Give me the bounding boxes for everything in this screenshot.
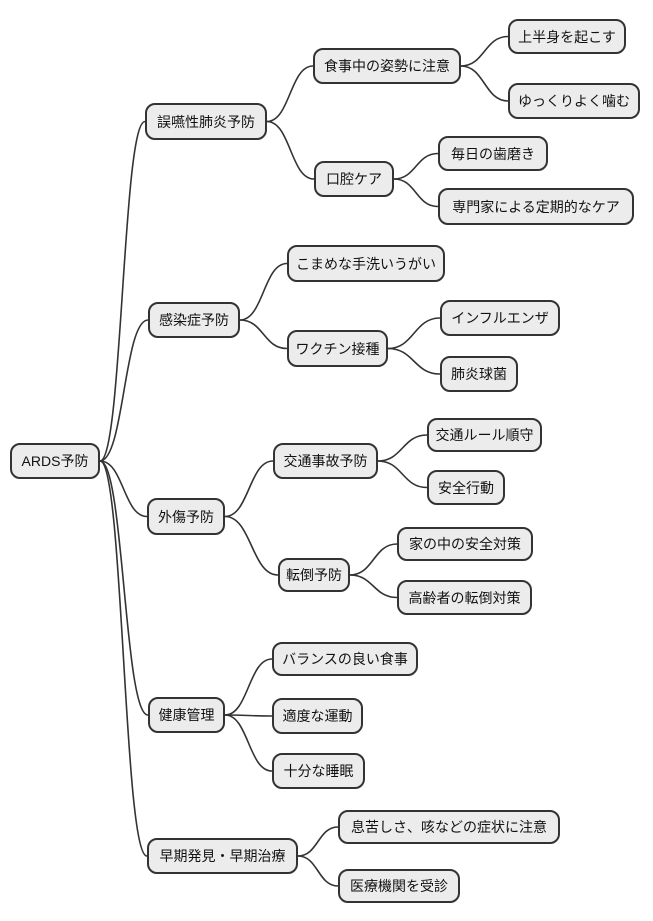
node-professional-care: 専門家による定期的なケア (438, 188, 634, 225)
mindmap-edge (387, 317, 441, 350)
mindmap-edge (224, 714, 273, 717)
mindmap-edge (349, 543, 398, 576)
node-early-detection-treatment: 早期発見・早期治療 (147, 838, 298, 874)
node-infection-prevention: 感染症予防 (148, 302, 240, 338)
node-safe-behavior: 安全行動 (427, 470, 505, 505)
mindmap-edge (224, 658, 273, 716)
mindmap-edge (460, 65, 509, 102)
node-traffic-rules: 交通ルール順守 (427, 418, 542, 452)
mindmap-edge (387, 347, 441, 375)
node-daily-brushing: 毎日の歯磨き (438, 136, 548, 171)
mindmap-edge (297, 855, 339, 887)
node-handwashing-gargling: こまめな手洗いうがい (287, 245, 445, 282)
mindmap-edge (99, 120, 146, 462)
mindmap-edge (377, 434, 428, 462)
mindmap-edge (266, 65, 314, 123)
node-vaccination: ワクチン接種 (287, 330, 388, 367)
mindmap-edge (266, 120, 315, 180)
node-raise-upper-body: 上半身を起こす (508, 19, 626, 54)
node-injury-prevention: 外傷予防 (147, 498, 225, 535)
node-adequate-sleep: 十分な睡眠 (272, 753, 365, 789)
node-elderly-fall-measures: 高齢者の転倒対策 (397, 580, 532, 615)
node-ards-prevention: ARDS予防 (10, 443, 100, 479)
node-see-doctor: 医療機関を受診 (338, 869, 460, 903)
node-moderate-exercise: 適度な運動 (272, 698, 363, 734)
mindmap-edge (239, 262, 288, 321)
mindmap-edge (377, 460, 428, 489)
node-balanced-diet: バランスの良い食事 (272, 642, 418, 676)
node-traffic-accident-prevention: 交通事故予防 (273, 443, 378, 479)
node-home-safety: 家の中の安全対策 (397, 527, 533, 561)
mindmap-edge (99, 460, 148, 857)
mindmap-edge (224, 460, 274, 518)
node-fall-prevention: 転倒予防 (278, 558, 350, 592)
node-health-management: 健康管理 (148, 697, 225, 733)
mindmap-edge (99, 460, 148, 518)
node-pneumococcus: 肺炎球菌 (440, 356, 518, 392)
mindmap-edge (99, 460, 149, 716)
mindmap-edge (460, 35, 509, 67)
node-symptom-awareness: 息苦しさ、咳などの症状に注意 (338, 810, 560, 844)
mindmap-edge (99, 319, 149, 462)
mindmap-edge (297, 826, 339, 857)
node-oral-care: 口腔ケア (314, 161, 394, 197)
mindmap-edge (393, 178, 439, 208)
mindmap-edge (224, 515, 279, 576)
mindmap-edge (393, 152, 439, 180)
mindmap-edge (239, 319, 288, 350)
mindmap-edge (224, 714, 273, 772)
node-aspiration-pneumonia-prevention: 誤嚥性肺炎予防 (145, 103, 267, 140)
node-chew-slowly: ゆっくりよく噛む (508, 83, 640, 119)
node-meal-posture: 食事中の姿勢に注意 (313, 48, 461, 84)
mindmap-edge (349, 574, 398, 599)
node-influenza: インフルエンザ (440, 300, 560, 336)
